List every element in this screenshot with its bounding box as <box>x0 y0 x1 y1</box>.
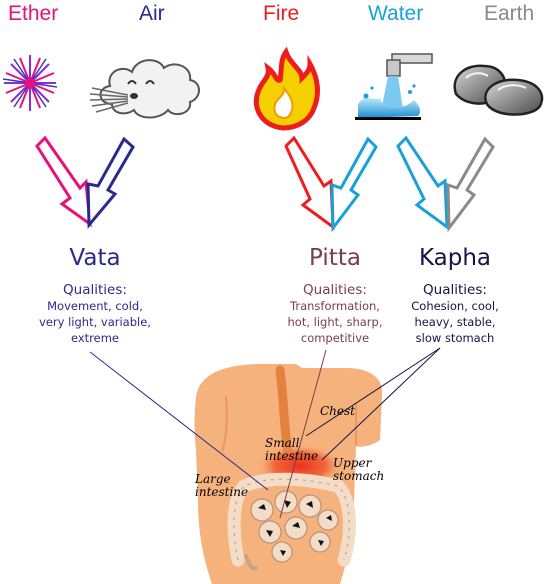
pitta-quality-line: competitive <box>300 331 370 345</box>
vata-heading: Vata <box>69 245 121 271</box>
chest-label: Chest <box>320 404 355 418</box>
kapha-to-chest-line <box>305 347 441 437</box>
vata-quality-line: very light, variable, <box>39 315 151 329</box>
fire-label: Fire <box>263 2 300 25</box>
earth-label: Earth <box>484 2 535 25</box>
air-arrow <box>86 136 135 230</box>
wind-cloud-icon <box>89 59 200 119</box>
kapha-quality-line: heavy, stable, <box>414 315 496 329</box>
pitta-quality-line: Transformation, <box>290 299 380 313</box>
kapha-qualities-title: Qualities: <box>423 282 487 298</box>
ether-arrow <box>35 135 92 228</box>
kapha-qualities-text: Cohesion, cool, heavy, stable, slow stom… <box>395 298 515 346</box>
kapha-to-upper-stomach-line <box>321 347 441 461</box>
large-intestine-label: Large intestine <box>195 473 248 499</box>
vata-qualities-title: Qualities: <box>63 282 127 298</box>
small-intestine-line: Small <box>265 436 300 450</box>
pitta-qualities-title: Qualities: <box>303 282 367 298</box>
pitta-quality-line: hot, light, sharp, <box>287 315 383 329</box>
small-intestine-label: Small intestine <box>265 437 318 463</box>
pitta-heading: Pitta <box>309 245 361 271</box>
large-intestine-line: intestine <box>195 485 249 499</box>
pitta-qualities-text: Transformation, hot, light, sharp, compe… <box>275 298 395 346</box>
flame-icon <box>253 46 320 131</box>
air-label: Air <box>139 2 165 25</box>
kapha-quality-line: Cohesion, cool, <box>411 299 499 313</box>
kapha-heading: Kapha <box>418 245 492 271</box>
ether-label: Ether <box>8 2 59 25</box>
small-intestine-line: intestine <box>265 449 319 463</box>
starburst-icon <box>2 55 58 111</box>
vata-quality-line: extreme <box>70 331 120 345</box>
kapha-quality-line: slow stomach <box>415 331 495 345</box>
vata-quality-line: Movement, cold, <box>47 299 143 313</box>
faucet-water-icon <box>355 53 433 120</box>
earth-arrow <box>446 136 495 233</box>
water-label: Water <box>368 2 424 25</box>
vata-to-large-intestine-line <box>89 351 269 491</box>
large-intestine-line: Large <box>195 472 231 486</box>
rocks-icon <box>453 64 544 116</box>
upper-stomach-line: Upper <box>333 456 372 470</box>
upper-stomach-label: Upper stomach <box>333 457 384 483</box>
pitta-to-small-intestine-line <box>279 349 327 519</box>
water-to-kapha-arrow <box>396 135 449 231</box>
torso-illustration <box>194 364 383 584</box>
vata-qualities-text: Movement, cold, very light, variable, ex… <box>30 298 160 346</box>
fire-arrow <box>284 135 335 231</box>
upper-stomach-line: stomach <box>333 469 385 483</box>
water-to-pitta-arrow <box>330 136 378 233</box>
